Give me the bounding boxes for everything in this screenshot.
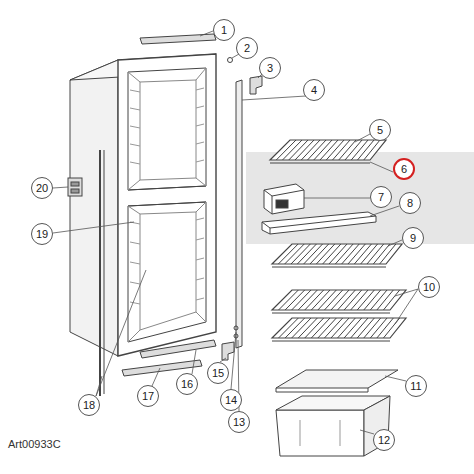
grid-bar [196, 124, 204, 126]
callout-number: 15 [212, 368, 224, 379]
grid-bar [196, 298, 204, 300]
cabinet [68, 34, 406, 456]
grid-bar [196, 278, 204, 280]
callout-circle: 3 [259, 57, 281, 79]
grid-bar [130, 126, 140, 128]
grid-bar [130, 282, 140, 284]
callout-circle: 8 [399, 192, 421, 214]
grid-bar [272, 313, 390, 314]
grid-bar [196, 218, 204, 220]
grid-bar [196, 238, 204, 240]
callout-circle: 16 [176, 373, 198, 395]
callout-number: 2 [244, 43, 250, 54]
grid-bar [364, 140, 380, 160]
callout-circle: 12 [373, 429, 395, 451]
grid-bar [196, 258, 204, 260]
callout-circle: 15 [207, 362, 229, 384]
art-number: Art00933C [8, 438, 61, 450]
callout-number: 12 [378, 435, 390, 446]
callout-circle: 18 [78, 394, 100, 416]
grid-bar [130, 302, 140, 304]
callout-number: 7 [378, 192, 384, 203]
callout-circle: 5 [369, 119, 391, 141]
callout-number: 10 [423, 282, 435, 293]
callout-number: 8 [407, 198, 413, 209]
grid-bar [380, 244, 396, 264]
callout-number: 5 [377, 125, 383, 136]
callout-number: 19 [36, 229, 48, 240]
callout-circle: 11 [405, 375, 427, 397]
grid-bar [196, 106, 204, 108]
callout-circle: 7 [370, 186, 392, 208]
grid-bar [383, 290, 399, 310]
grid-bar [272, 267, 386, 268]
callout-number: 17 [142, 391, 154, 402]
grid-bar [377, 290, 393, 310]
grid-bar [130, 90, 140, 92]
highlight-panel [246, 152, 474, 244]
callout-number: 20 [36, 183, 48, 194]
callout-circle: 10 [418, 276, 440, 298]
callout-circle: 17 [137, 385, 159, 407]
grid-bar [130, 162, 140, 164]
wire-shelf [272, 290, 406, 310]
grid-bar [196, 142, 204, 144]
callout-circle: 2 [236, 37, 258, 59]
grid-bar [130, 262, 140, 264]
callout-number: 4 [311, 85, 317, 96]
callout-circle: 20 [31, 177, 53, 199]
callout-number: 9 [410, 233, 416, 244]
grid-bar [130, 242, 140, 244]
callout-number: 16 [181, 379, 193, 390]
grid-bar [196, 160, 204, 162]
callout-number: 6 [401, 164, 407, 175]
callout-circle: 19 [31, 223, 53, 245]
wire-shelf [272, 318, 406, 338]
grid-bar [272, 341, 390, 342]
callout-number: 3 [267, 63, 273, 74]
grid-bar [196, 88, 204, 90]
callout-number: 18 [83, 400, 95, 411]
grid-bar [130, 144, 140, 146]
wire-shelf [272, 244, 402, 264]
callout-circle: 4 [303, 79, 325, 101]
callout-number: 1 [221, 25, 227, 36]
callout-circle: 6 [393, 158, 415, 180]
callout-circle: 9 [402, 227, 424, 249]
callout-number: 13 [233, 417, 245, 428]
callout-circle: 13 [228, 411, 250, 433]
wire-shelf [270, 140, 386, 160]
leader-lines [53, 31, 418, 434]
grid-bar [276, 140, 296, 160]
grid-bar [270, 163, 370, 164]
callout-circle: 14 [220, 389, 242, 411]
grid-bar [377, 318, 393, 338]
callout-number: 11 [410, 381, 421, 392]
callout-circle: 1 [213, 19, 235, 41]
grid-bar [130, 108, 140, 110]
callout-number: 14 [225, 395, 237, 406]
